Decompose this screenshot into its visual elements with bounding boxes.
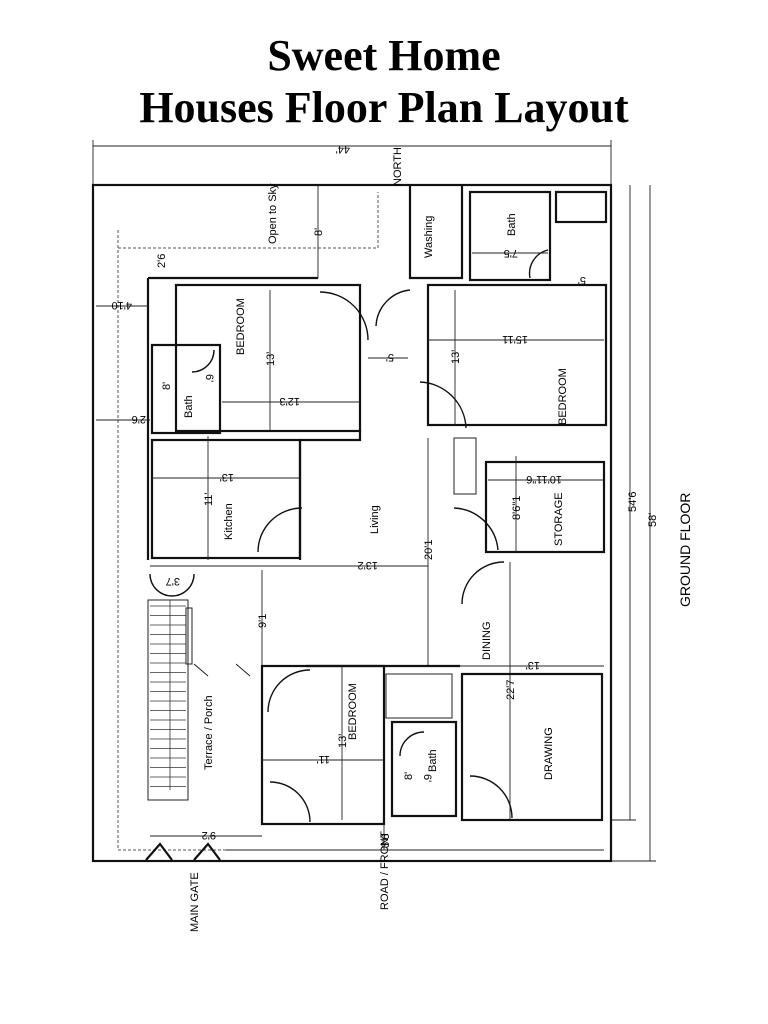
bedroom-bottom-label: BEDROOM bbox=[347, 683, 359, 740]
dim-3-7: 3'7 bbox=[166, 575, 180, 587]
dim-6-bath: 6' bbox=[203, 374, 215, 382]
bath-top-right-label: Bath bbox=[506, 213, 518, 236]
bath-bottom-walls bbox=[390, 720, 458, 818]
dim-8-top: 8' bbox=[313, 228, 325, 236]
washing-label: Washing bbox=[423, 216, 435, 258]
dim-13-dining: 13' bbox=[526, 659, 540, 671]
bedroom-top-left-label: BEDROOM bbox=[235, 298, 247, 355]
dim-9-2: 9'2 bbox=[202, 829, 216, 841]
main-gate-symbol bbox=[145, 842, 221, 861]
bath-bottom-label: Bath bbox=[427, 749, 439, 772]
dim-13-bed-left: 13' bbox=[265, 352, 277, 366]
dim-13-bed-bottom: 13' bbox=[337, 734, 349, 748]
bedroom-right-label: BEDROOM bbox=[557, 368, 569, 425]
bath-left-label: Bath bbox=[183, 395, 195, 418]
dim-9-1: 9'1 bbox=[257, 614, 269, 628]
dim-2-6-top: 2'6 bbox=[156, 254, 168, 268]
living-label: Living bbox=[369, 505, 381, 534]
bath-top-right-walls bbox=[468, 190, 552, 282]
staircase bbox=[147, 599, 189, 801]
storage-label: STORAGE bbox=[553, 492, 565, 546]
dim-3-6: 3'6 bbox=[380, 834, 392, 848]
dim-11-bed-bottom: 11' bbox=[316, 753, 330, 765]
dim-8-6-1: 8'6"1 bbox=[511, 496, 523, 520]
dim-5-mid: 5' bbox=[386, 351, 394, 363]
bedroom-top-left-walls bbox=[174, 283, 362, 433]
terrace-label: Terrace / Porch bbox=[203, 695, 215, 770]
page-subtitle: Houses Floor Plan Layout bbox=[139, 83, 629, 132]
bath-left-walls bbox=[150, 343, 222, 435]
road-front-label: ROAD / FRONT bbox=[379, 831, 391, 910]
dim-8-bath: 8' bbox=[161, 382, 173, 390]
dim-overall-width: 44' bbox=[336, 143, 350, 155]
open-to-sky-label: Open to Sky bbox=[267, 183, 279, 244]
storage-walls bbox=[484, 460, 606, 554]
dim-4-10: 4'10 bbox=[112, 299, 132, 311]
main-gate-label: MAIN GATE bbox=[189, 872, 201, 932]
dim-7-5: 7'5 bbox=[504, 247, 518, 259]
north-label: NORTH bbox=[392, 147, 404, 186]
dim-8-bath-bottom: 8' bbox=[403, 772, 415, 780]
plot-boundary bbox=[91, 183, 613, 863]
drawing-walls bbox=[460, 672, 604, 822]
dim-6-bath-bottom: 6' bbox=[421, 774, 433, 782]
dim-13-kitchen: 13' bbox=[220, 471, 234, 483]
dim-11-kitchen: 11' bbox=[203, 492, 215, 506]
dim-10-11-6: 10'11"6 bbox=[526, 473, 562, 485]
dim-22-7: 22'7 bbox=[505, 680, 517, 700]
kitchen-label: Kitchen bbox=[223, 503, 235, 540]
drawing-label: DRAWING bbox=[543, 727, 555, 780]
dim-13-bed-right: 13' bbox=[450, 350, 462, 364]
dim-2-6-left: 2'6 bbox=[132, 413, 146, 425]
dim-12-3: 12'3 bbox=[280, 395, 300, 407]
dining-label: DINING bbox=[481, 622, 493, 661]
bedroom-bottom-walls bbox=[260, 664, 386, 826]
page-title: Sweet Home bbox=[267, 31, 501, 80]
open-sky-dash bbox=[118, 192, 379, 249]
washing-walls bbox=[408, 185, 464, 280]
dim-54-6: 54'6 bbox=[627, 492, 639, 512]
ground-floor-label: GROUND FLOOR bbox=[677, 493, 693, 607]
bedroom-right-walls bbox=[426, 283, 608, 427]
dim-58: 58' bbox=[647, 513, 659, 527]
dim-20-1: 20'1 bbox=[423, 540, 435, 560]
dim-13-2: 13'2 bbox=[358, 559, 378, 571]
dim-15-11: 15'11 bbox=[502, 333, 528, 345]
dim-5-right: 5' bbox=[578, 274, 586, 286]
